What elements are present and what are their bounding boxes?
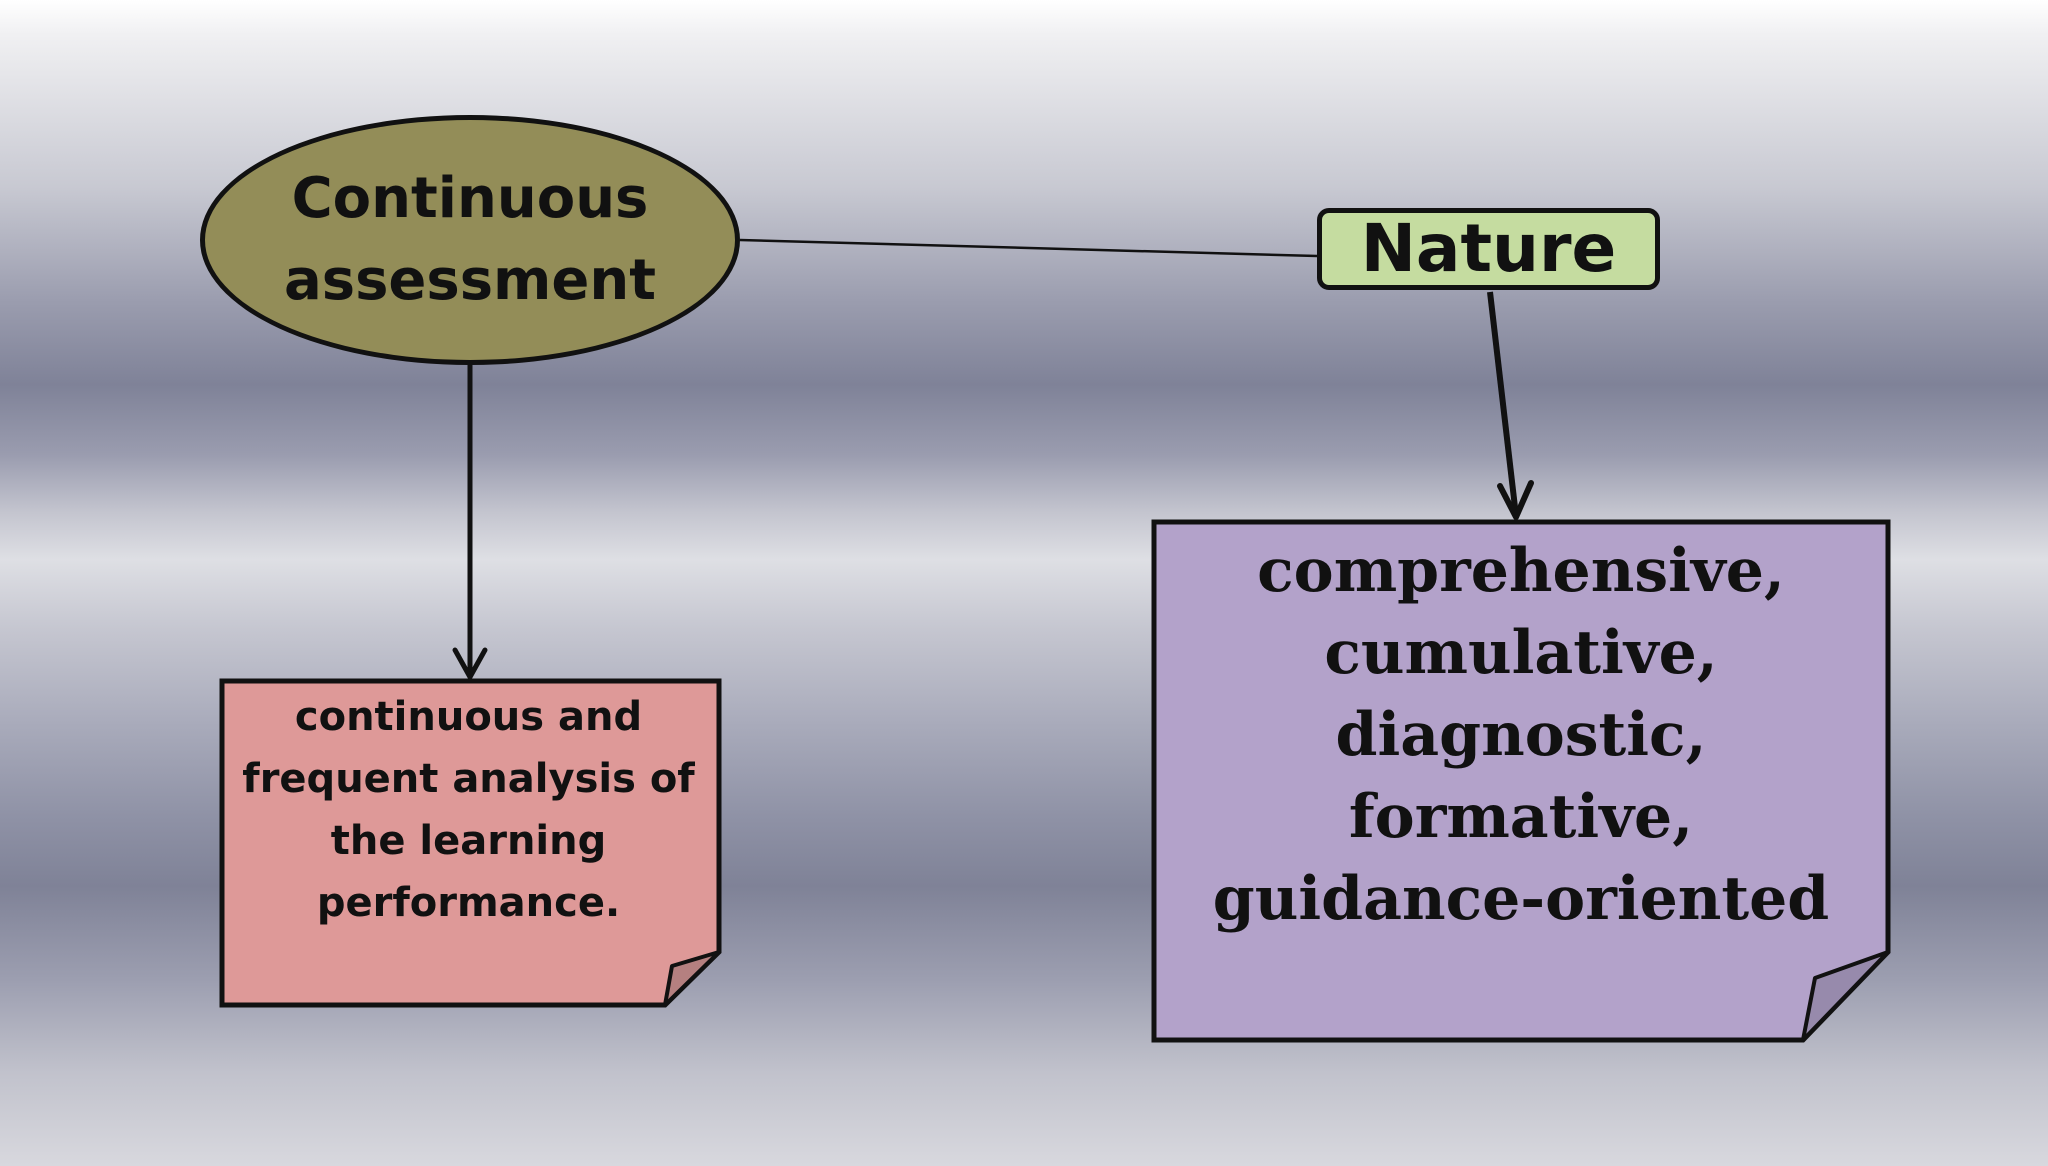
nature-to-note-arrow xyxy=(1487,291,1519,517)
continuous-assessment-label: Continuous assessment xyxy=(283,166,657,313)
root-to-definition-arrowhead xyxy=(452,647,488,680)
continuous-assessment-node: Continuous assessment xyxy=(200,115,740,365)
definition-note-text: continuous and frequent analysis of the … xyxy=(242,694,695,926)
definition-note-fold xyxy=(663,950,721,1007)
nature-note: comprehensive, cumulative, diagnostic, f… xyxy=(1158,530,1884,960)
definition-note: continuous and frequent analysis of the … xyxy=(226,686,711,950)
nature-label: Nature xyxy=(1360,210,1617,287)
nature-note-fold xyxy=(1801,950,1890,1042)
nature-note-text: comprehensive, cumulative, diagnostic, f… xyxy=(1212,536,1830,934)
nature-node: Nature xyxy=(1317,208,1660,290)
root-to-nature-connector xyxy=(739,238,1318,258)
nature-to-note-arrowhead xyxy=(1497,480,1534,520)
